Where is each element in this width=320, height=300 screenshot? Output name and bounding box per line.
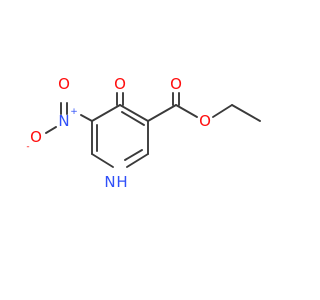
bond-c4-c3	[91, 104, 121, 122]
structure-canvas: O O O N + O O - N H	[26, 75, 261, 191]
bond-n1-c3	[91, 153, 114, 168]
bond-c2-n1-inner	[124, 149, 143, 161]
atom-o-nitro-top: O	[58, 75, 70, 93]
charge-n-nitro: +	[70, 107, 78, 117]
atom-n-nitro: N	[58, 112, 69, 130]
bond-ring-ester	[147, 104, 177, 122]
bond-c5-c6-inner	[121, 111, 145, 126]
atom-o-ester-carbonyl: O	[170, 75, 182, 93]
atom-n-ring: N	[104, 173, 115, 191]
bond-nitro-o-left	[45, 126, 57, 134]
molecule-drawing: O O O N + O O - N H	[26, 75, 261, 191]
atom-o-nitro-left: O	[30, 128, 42, 146]
atom-h-ring: H	[116, 173, 127, 191]
atom-o-keto: O	[114, 75, 126, 93]
atom-o-ester-ether: O	[199, 112, 211, 130]
bond-ch2-ch3	[231, 104, 261, 122]
charge-o-nitro-left: -	[26, 142, 29, 152]
bond-c-nitro	[80, 114, 93, 122]
bond-o-ch2	[212, 104, 233, 118]
bond-c2-n1	[126, 153, 149, 168]
bond-ester-o	[175, 104, 198, 118]
bond-c5-c6	[119, 104, 149, 122]
